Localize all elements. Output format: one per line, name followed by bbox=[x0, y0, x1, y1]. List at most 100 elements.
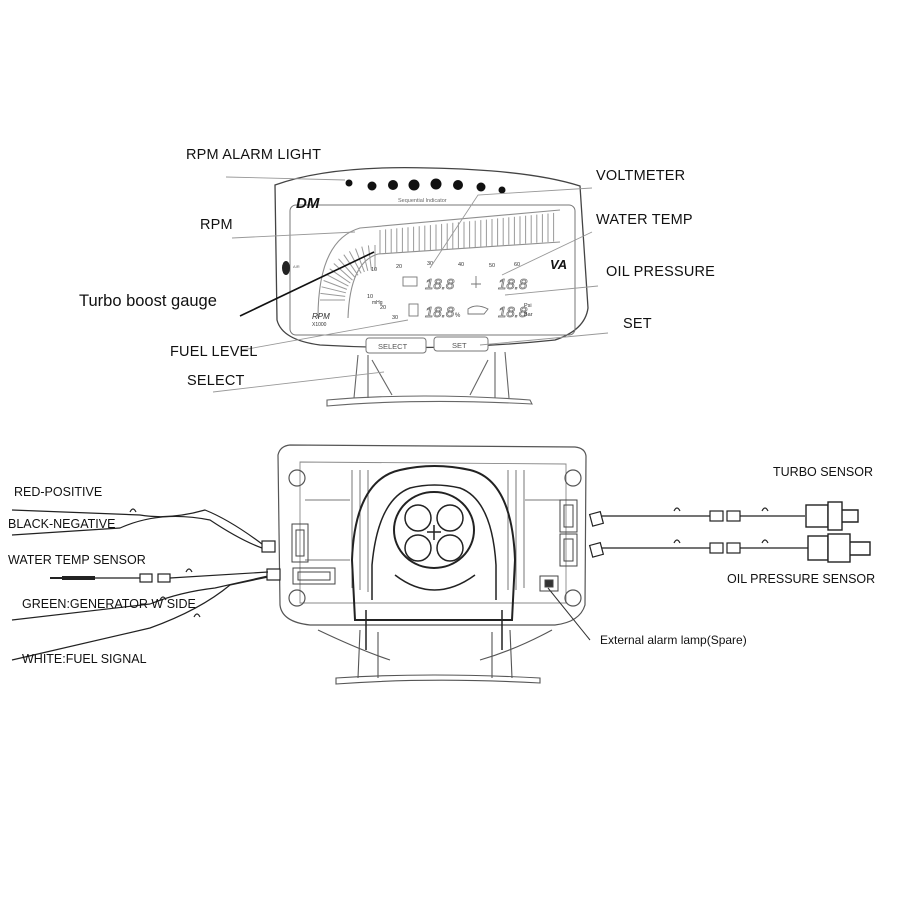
callout-turbo-boost bbox=[239, 251, 375, 317]
temperature-icon bbox=[471, 276, 481, 288]
rpm-bar-segment bbox=[333, 263, 353, 281]
red-positive-wire bbox=[11, 509, 263, 545]
select-button-shape[interactable]: SELECT bbox=[365, 337, 427, 354]
rpm-bar-segment bbox=[343, 254, 359, 276]
gauge-housing bbox=[274, 166, 589, 349]
percent-unit: % bbox=[455, 313, 461, 319]
white-wire bbox=[11, 576, 269, 661]
rpm-bar-segment bbox=[355, 248, 365, 273]
label-oil-pressure: OIL PRESSURE bbox=[606, 264, 716, 280]
rpm-bargraph bbox=[317, 209, 561, 319]
set-button-shape[interactable]: SET bbox=[433, 336, 489, 352]
rpm-bar-segment bbox=[348, 251, 362, 274]
label-external-alarm-lamp: External alarm lamp(Spare) bbox=[600, 633, 747, 647]
label-fuel-level: FUEL LEVEL bbox=[170, 344, 258, 360]
rpm-unit: RPM bbox=[312, 312, 330, 321]
label-turbo-sensor: TURBO SENSOR bbox=[773, 465, 874, 479]
va-label: VA bbox=[550, 257, 567, 272]
left-wiring bbox=[11, 508, 281, 661]
rpm-alarm-lights bbox=[345, 178, 506, 194]
boost-tick: 30 bbox=[392, 315, 398, 321]
rpm-multiplier: X1000 bbox=[312, 322, 327, 328]
sequential-indicator-text: Sequential Indicator bbox=[398, 198, 447, 204]
water-temp-readout: 18.8 bbox=[498, 276, 528, 293]
rpm-tick: 10 bbox=[371, 267, 377, 273]
label-select: SELECT bbox=[187, 373, 245, 389]
alarm-light bbox=[476, 182, 486, 192]
rpm-bar-segment bbox=[361, 246, 369, 272]
connector-alarm-lamp bbox=[539, 575, 559, 592]
label-green-generator: GREEN:GENERATOR W SIDE bbox=[22, 597, 196, 611]
connector-sensor bbox=[292, 567, 336, 585]
front-stand bbox=[326, 351, 533, 407]
label-oil-pressure-sensor: OIL PRESSURE SENSOR bbox=[727, 572, 876, 586]
connector-power bbox=[291, 523, 309, 563]
mount-bracket bbox=[350, 465, 517, 650]
power-plug bbox=[261, 540, 276, 553]
callout-select bbox=[212, 371, 385, 393]
rpm-tick: 40 bbox=[458, 262, 464, 268]
connector-turbo bbox=[559, 499, 578, 533]
callout-rpm bbox=[231, 231, 356, 239]
back-gauge bbox=[277, 444, 587, 626]
oil-pressure-readout: 18.8 bbox=[498, 304, 528, 321]
boost-tick: 10 bbox=[367, 294, 373, 300]
label-set: SET bbox=[623, 316, 652, 332]
fuel-readout: 18.8 bbox=[425, 304, 455, 321]
alarm-light bbox=[430, 178, 442, 190]
rpm-bar-segment bbox=[326, 273, 349, 287]
rpm-tick: 20 bbox=[396, 264, 402, 270]
label-black-negative: BLACK-NEGATIVE bbox=[8, 517, 116, 531]
label-voltmeter: VOLTMETER bbox=[596, 168, 686, 184]
front-callouts bbox=[212, 176, 609, 393]
set-button-label[interactable]: SET bbox=[452, 341, 467, 350]
water-temp-wire bbox=[95, 571, 269, 579]
rpm-bars bbox=[320, 212, 555, 301]
voltmeter-readout: 18.8 bbox=[425, 276, 455, 293]
alarm-light bbox=[367, 181, 377, 191]
back-connectors bbox=[291, 499, 578, 592]
label-rpm: RPM bbox=[200, 217, 233, 233]
label-water-temp-sensor: WATER TEMP SENSOR bbox=[8, 553, 146, 567]
rpm-tick: 30 bbox=[427, 261, 433, 267]
battery-icon bbox=[402, 276, 418, 287]
turbo-sensor-body bbox=[805, 504, 829, 528]
label-red-positive: RED-POSITIVE bbox=[14, 485, 103, 499]
alarm-light bbox=[388, 180, 398, 190]
black-negative-wire bbox=[11, 515, 263, 549]
callout-set bbox=[479, 332, 609, 346]
rpm-bar-segment bbox=[320, 292, 346, 297]
psi-unit: Psi bbox=[524, 303, 532, 309]
rpm-bar-segment bbox=[323, 280, 348, 290]
callout-oil-pressure bbox=[504, 285, 599, 296]
sensor-plug bbox=[266, 568, 281, 581]
oil-can-icon bbox=[467, 305, 489, 315]
rpm-bar-segment bbox=[367, 245, 372, 271]
label-turbo-boost-gauge: Turbo boost gauge bbox=[79, 292, 217, 310]
rpm-tick: 60 bbox=[514, 262, 520, 268]
callout-alarm-lamp bbox=[547, 587, 591, 641]
alarm-light bbox=[498, 186, 506, 194]
boost-tick: 20 bbox=[380, 305, 386, 311]
brand-logo: DM bbox=[296, 195, 320, 212]
fuel-pump-icon bbox=[408, 303, 419, 317]
alarm-light bbox=[453, 180, 463, 190]
right-wiring bbox=[588, 501, 871, 563]
light-sensor bbox=[282, 261, 290, 275]
back-stand bbox=[317, 629, 553, 685]
alarm-light bbox=[408, 179, 420, 191]
label-rpm-alarm-light: RPM ALARM LIGHT bbox=[186, 147, 322, 163]
rpm-tick: 50 bbox=[489, 263, 495, 269]
back-housing bbox=[277, 444, 587, 626]
callout-fuel-level bbox=[241, 319, 409, 351]
label-white-fuel-signal: WHITE:FUEL SIGNAL bbox=[22, 652, 147, 666]
sensor-text: AIR bbox=[293, 264, 300, 269]
callout-voltmeter bbox=[429, 187, 593, 269]
mmhg-unit: mHg bbox=[372, 300, 383, 306]
oil-sensor-body bbox=[807, 535, 829, 561]
callout-rpm-alarm bbox=[225, 176, 346, 181]
bar-unit: Bar bbox=[524, 312, 533, 318]
label-water-temp: WATER TEMP bbox=[596, 212, 693, 228]
green-wire bbox=[11, 575, 269, 621]
select-button-label[interactable]: SELECT bbox=[378, 342, 408, 351]
